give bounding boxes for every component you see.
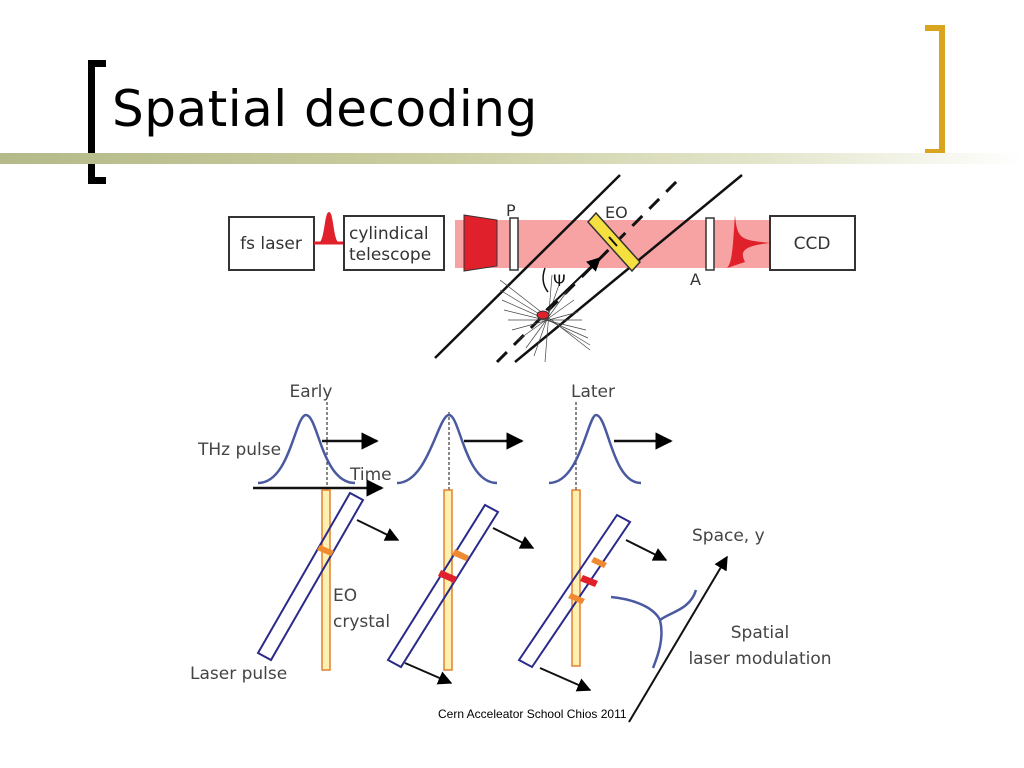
modulation-marker-orange-1 [317,545,334,556]
thz-beam-edge-right [514,174,743,363]
focus-spot [536,310,550,320]
space-axis-label: Space, y [692,526,765,546]
modulation-marker-red-3 [580,575,598,587]
thz-beam-edge-left [434,174,621,359]
cylindrical-lens [463,214,498,272]
modulation-marker-orange-3a [591,557,607,568]
modulated-pulse-icon [727,215,770,268]
laser-pulse-slab-1 [256,491,365,662]
spatial-modulation-label-line1: Spatial [731,623,790,643]
analyzer-label: A [690,270,701,289]
eo-crystal-1 [321,489,331,671]
modulation-marker-orange-2 [452,549,469,561]
right-bracket-decoration [925,25,945,155]
modulation-marker-orange-3b [568,593,585,604]
ccd-label: CCD [794,234,831,254]
spatial-modulation-curve [610,589,698,669]
laser-pulse-slab-3 [517,513,632,669]
laser-direction-arrow-3 [625,539,668,561]
laser-direction-arrow-1 [356,519,400,541]
laser-pulse-label: Laser pulse [190,664,287,684]
thz-propagation-arrow [545,257,602,311]
space-axis-arrow [628,555,728,723]
eo-crystal-3 [571,489,581,667]
laser-direction-arrow-2 [492,527,535,549]
thz-pulse-curve-early [257,413,356,485]
laser-pulse-slab-2 [386,503,500,669]
telescope-label-line1: cylindical [349,224,429,244]
modulation-marker-red-2 [438,570,457,583]
eo-crystal-label-line1: EO [333,586,357,606]
slide-footer: Cern Acceleator School Chios 2011 [438,707,627,721]
angle-arc [542,267,549,293]
laser-direction-arrow-5 [539,667,592,692]
laser-pulse-icon [318,212,340,243]
thz-pulse-label: THz pulse [197,440,281,460]
later-label: Later [571,382,615,402]
polarizer-label: P [506,201,516,220]
spatial-modulation-label-line2: laser modulation [688,649,831,669]
laser-direction-arrow-4 [404,662,453,685]
slide-title: Spatial decoding [112,80,538,138]
timing-diagram: Early Later THz pulse Time [190,382,832,723]
thz-pulse-curve-later [548,413,642,485]
angle-label: Ψ [553,271,566,290]
analyzer-plate [705,217,715,271]
fs-laser-box [228,216,315,271]
title-underline-bar [0,153,1024,164]
setup-diagram: fs laser cylindical telescope P [228,173,856,364]
ccd-box [769,215,856,271]
left-bracket-decoration [88,60,106,184]
eo-crystal-marker [608,236,618,247]
fs-laser-label: fs laser [240,234,302,254]
early-label: Early [290,382,333,402]
telescope-box [343,215,445,271]
thz-pulse-curve-middle [396,413,498,485]
time-label: Time [349,465,392,485]
eo-crystal-label-line2: crystal [333,612,390,632]
telescope-label-line2: telescope [349,245,431,265]
eo-label: EO [605,203,628,222]
polarizer-plate [509,217,519,271]
